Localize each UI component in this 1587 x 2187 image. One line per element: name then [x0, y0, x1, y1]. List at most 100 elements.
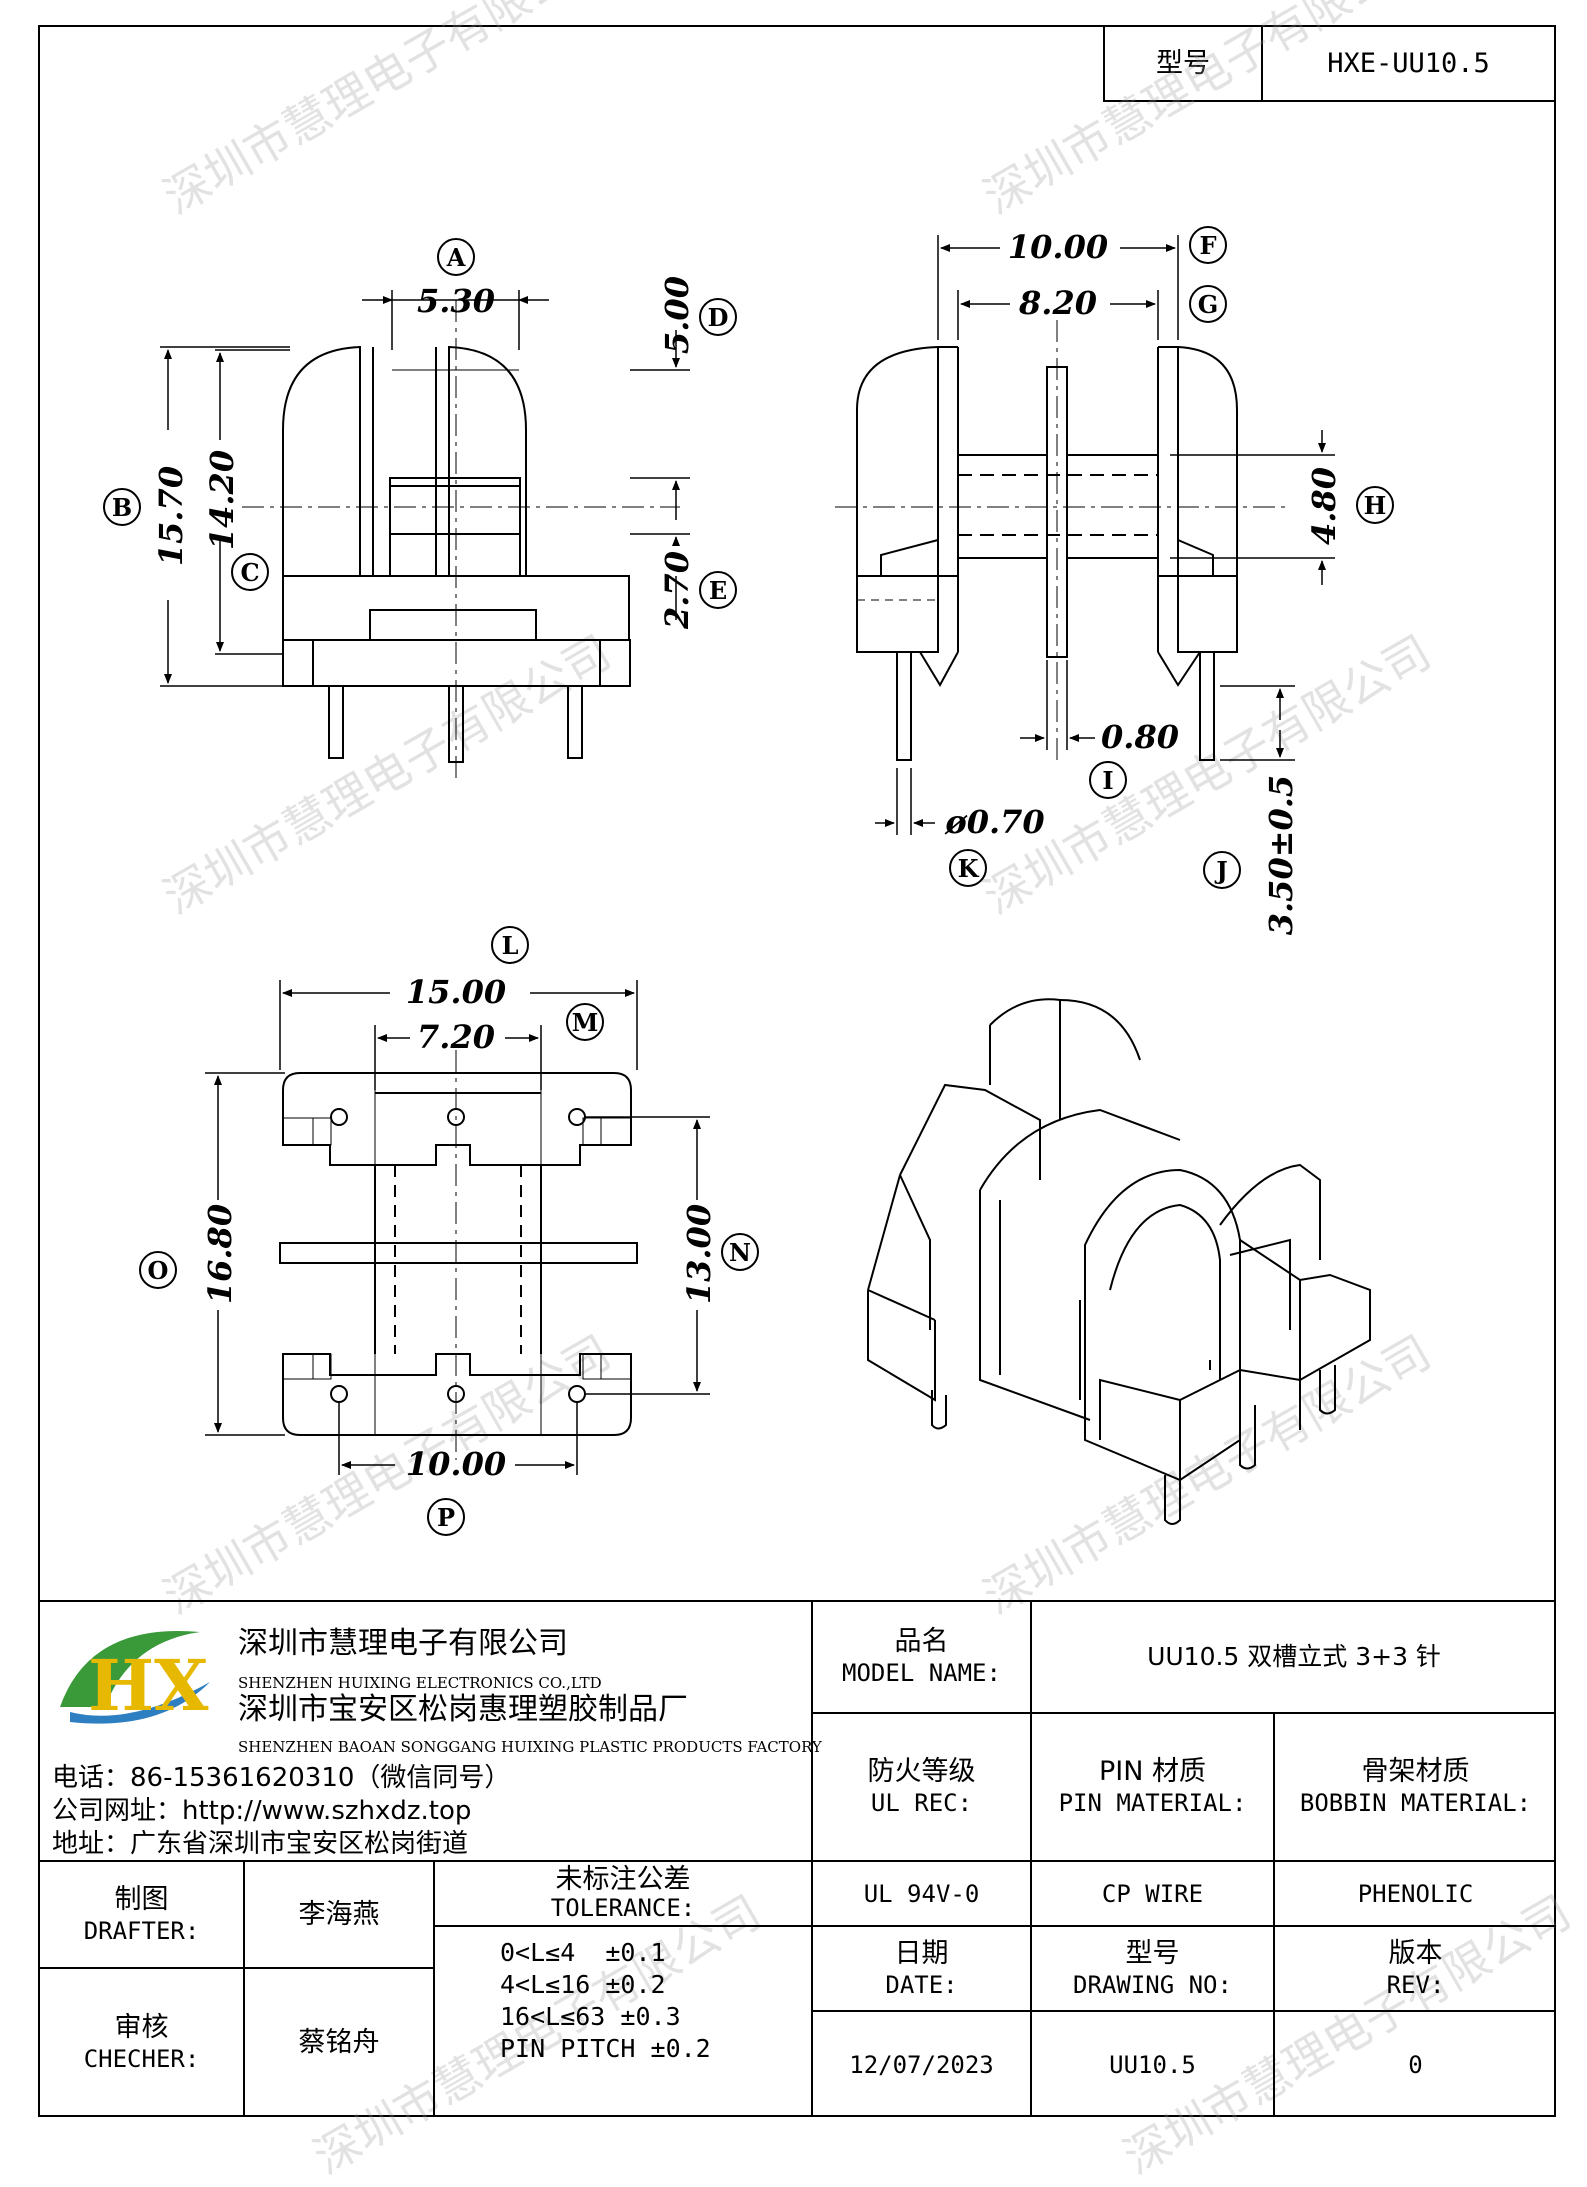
dimension-labels: 5.30 15.70 14.20 5.00 2.70 10.00 8.20 4.…: [152, 228, 1343, 1483]
tolerance-row: 4<L≤16 ±0.2: [500, 1970, 666, 1999]
ul-rec-en: UL REC:: [870, 1789, 973, 1817]
callout-k: K: [958, 854, 980, 883]
bottom-view: [279, 1050, 638, 1460]
tolerance-row: 0<L≤4 ±0.1: [500, 1938, 666, 1967]
company-name-cn: 深圳市慧理电子有限公司: [238, 1626, 568, 1661]
model-name-en: MODEL NAME:: [842, 1659, 1001, 1687]
side-view: [835, 320, 1290, 761]
header-box: [1103, 25, 1556, 102]
drawing-no-label: 型号 DRAWING NO:: [1032, 1927, 1273, 2010]
model-label: 型号: [1156, 47, 1210, 79]
dim-3-50: 3.50±0.5: [1262, 775, 1300, 935]
callout-i: I: [1102, 766, 1113, 795]
callout-a: A: [446, 243, 466, 272]
right-divider-1: [1030, 1600, 1032, 2117]
drafter-cn: 制图: [114, 1883, 169, 1915]
callout-o: O: [148, 1256, 169, 1285]
dim-5-00: 5.00: [658, 276, 696, 354]
pin-material-en: PIN MATERIAL:: [1058, 1789, 1247, 1817]
rev-cn: 版本: [1388, 1937, 1443, 1969]
date-label: 日期 DATE:: [813, 1927, 1030, 2010]
drawing-frame: [38, 25, 1556, 2117]
pin-material-cn: PIN 材质: [1098, 1756, 1207, 1787]
model-name-cn: 品名: [894, 1626, 949, 1657]
dim-10-00-bottom: 10.00: [406, 1445, 506, 1483]
ul-rec-label: 防火等级 UL REC:: [813, 1714, 1030, 1860]
callout-n: N: [729, 1238, 751, 1267]
drafter-name: 李海燕: [298, 1898, 380, 1930]
dim-15-00: 15.00: [406, 973, 506, 1011]
front-view-dimensions: [160, 290, 690, 687]
dim-7-20: 7.20: [417, 1018, 495, 1056]
model-value: HXE-UU10.5: [1327, 47, 1490, 79]
front-view: [242, 300, 680, 780]
drawing-no-cn: 型号: [1125, 1937, 1180, 1969]
dim-0-80: 0.80: [1101, 718, 1179, 756]
sign-divider-h: [38, 1967, 433, 1969]
checker-name: 蔡铭舟: [298, 2027, 380, 2058]
tolerance-row: 16<L≤63 ±0.3: [500, 2002, 681, 2031]
date-en: DATE:: [885, 1970, 958, 1999]
checker-en: CHECHER:: [83, 2045, 200, 2073]
company-logo: HX: [60, 1630, 210, 1727]
sign-divider-2: [433, 1860, 435, 2117]
side-view-dimensions: [875, 235, 1335, 835]
callout-p: P: [437, 1503, 455, 1532]
tolerance-cn: 未标注公差: [555, 1863, 691, 1895]
technical-drawing: 5.30 15.70 14.20 5.00 2.70 10.00 8.20 4.…: [103, 226, 1394, 1536]
pin-material-label: PIN 材质 PIN MATERIAL:: [1032, 1714, 1273, 1860]
drawing-no-value: UU10.5: [1109, 2050, 1196, 2079]
checker-label: 审核 CHECHER:: [40, 1969, 243, 2117]
callout-j: J: [1214, 856, 1227, 885]
company-bottom: [38, 1860, 811, 1862]
ul-rec-cn: 防火等级: [867, 1756, 976, 1787]
rev-value: 0: [1408, 2050, 1423, 2079]
right-h-1: [811, 1712, 1556, 1714]
callouts: [103, 226, 1394, 1536]
rev-label: 版本 REV:: [1275, 1927, 1556, 2010]
date-cn: 日期: [894, 1937, 949, 1969]
company-divider: [811, 1600, 813, 2117]
dim-13-00: 13.00: [680, 1204, 718, 1304]
rev-en: REV:: [1386, 1970, 1445, 1999]
company-phone: 电话：86-15361620310（微信同号）: [52, 1763, 511, 1793]
model-name-label: 品名 MODEL NAME:: [813, 1602, 1030, 1712]
right-h-3: [811, 1925, 1556, 1927]
dim-5-30: 5.30: [417, 282, 495, 320]
dim-4-80: 4.80: [1305, 467, 1343, 545]
callout-g: G: [1198, 290, 1219, 319]
title-block-top: [38, 1600, 1556, 1602]
dim-15-70: 15.70: [152, 466, 190, 566]
header-divider: [1261, 25, 1263, 102]
dim-10-00-top: 10.00: [1008, 228, 1108, 266]
date-value: 12/07/2023: [849, 2050, 994, 2079]
dim-14-20: 14.20: [203, 450, 241, 550]
tol-divider-h: [433, 1925, 811, 1927]
factory-name-cn: 深圳市宝安区松岗惠理塑胶制品厂: [238, 1692, 688, 1727]
dim-2-70: 2.70: [658, 551, 696, 630]
callout-f: F: [1199, 231, 1216, 260]
callout-letters: A B C D E F G H I J K L M N O P: [112, 231, 1386, 1532]
tolerance-list: 0<L≤4 ±0.1 4<L≤16 ±0.2 16<L≤63 ±0.3 PIN …: [500, 1937, 800, 2065]
company-website: 公司网址：http://www.szhxdz.top: [52, 1796, 472, 1826]
drafter-label: 制图 DRAFTER:: [40, 1862, 243, 1967]
sign-divider-1: [243, 1860, 245, 2117]
isometric-view: [867, 998, 1371, 1525]
company-address: 地址：广东省深圳市宝安区松岗街道: [52, 1829, 469, 1859]
bobbin-material-cn: 骨架材质: [1361, 1756, 1470, 1787]
right-h-4: [811, 2010, 1556, 2012]
factory-name-en: SHENZHEN BAOAN SONGGANG HUIXING PLASTIC …: [238, 1738, 822, 1756]
tolerance-label: 未标注公差 TOLERANCE:: [435, 1862, 811, 1925]
checker-cn: 审核: [114, 2012, 169, 2043]
dim-16-80: 16.80: [201, 1204, 239, 1304]
callout-l: L: [502, 931, 519, 960]
dim-0-70: ø0.70: [944, 803, 1044, 841]
model-name-value: UU10.5 双槽立式 3+3 针: [1147, 1642, 1441, 1671]
right-h-2: [811, 1860, 1556, 1862]
bobbin-material-label: 骨架材质 BOBBIN MATERIAL:: [1275, 1714, 1556, 1860]
callout-e: E: [709, 576, 727, 605]
callout-d: D: [708, 303, 729, 332]
company-name-en: SHENZHEN HUIXING ELECTRONICS CO.,LTD: [238, 1674, 602, 1692]
bobbin-material-en: BOBBIN MATERIAL:: [1299, 1789, 1532, 1817]
bottom-view-dimensions: [205, 980, 710, 1475]
